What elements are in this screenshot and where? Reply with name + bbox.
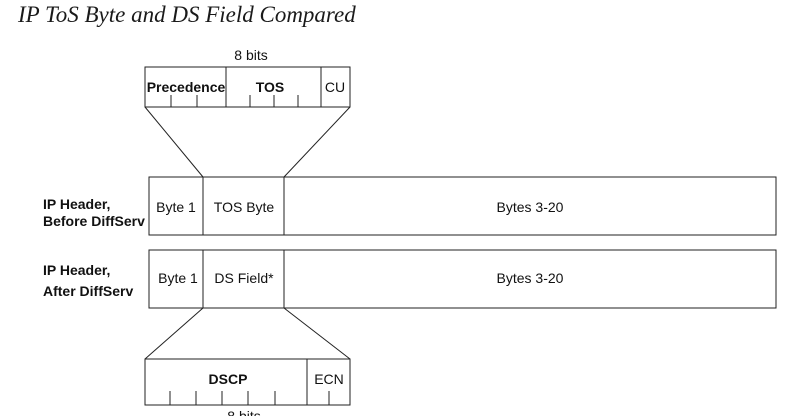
before-tos-byte-cell: TOS Byte: [214, 199, 275, 215]
tos-byte-breakdown: Precedence TOS CU: [144, 66, 351, 108]
dscp-field-label: DSCP: [209, 371, 248, 387]
ds-bits-label: 8 bits: [227, 408, 260, 416]
tos-field-label: TOS: [256, 79, 285, 95]
after-ds-field-cell: DS Field*: [214, 270, 274, 286]
after-bytes-3-20-cell: Bytes 3-20: [497, 270, 564, 286]
precedence-field-label: Precedence: [147, 79, 226, 95]
after-byte1-cell: Byte 1: [158, 270, 198, 286]
after-label-line2: After DiffServ: [43, 283, 133, 299]
ip-header-after: IP Header, After DiffServ Byte 1 DS Fiel…: [43, 249, 777, 309]
diagram-title: IP ToS Byte and DS Field Compared: [17, 2, 356, 27]
tos-breakdown-box: [144, 66, 351, 108]
before-byte1-cell: Byte 1: [156, 199, 196, 215]
cu-field-label: CU: [325, 79, 345, 95]
before-bytes-3-20-cell: Bytes 3-20: [497, 199, 564, 215]
after-label-line1: IP Header,: [43, 262, 110, 278]
before-label-line1: IP Header,: [43, 196, 110, 212]
tos-bit-ticks: [170, 95, 299, 107]
tos-bits-label: 8 bits: [234, 47, 267, 63]
ecn-field-label: ECN: [314, 371, 344, 387]
ds-bit-ticks: [169, 391, 330, 405]
after-header-box: [148, 249, 777, 309]
tos-expansion-line-left: [144, 106, 204, 178]
before-label-line2: Before DiffServ: [43, 213, 145, 229]
ds-field-breakdown: DSCP ECN: [144, 358, 351, 406]
ds-expansion-line-left: [144, 307, 204, 360]
before-header-box: [148, 176, 777, 236]
tos-expansion-line-right: [283, 106, 351, 178]
ip-header-before: IP Header, Before DiffServ Byte 1 TOS By…: [43, 176, 777, 236]
ds-expansion-line-right: [283, 307, 351, 360]
